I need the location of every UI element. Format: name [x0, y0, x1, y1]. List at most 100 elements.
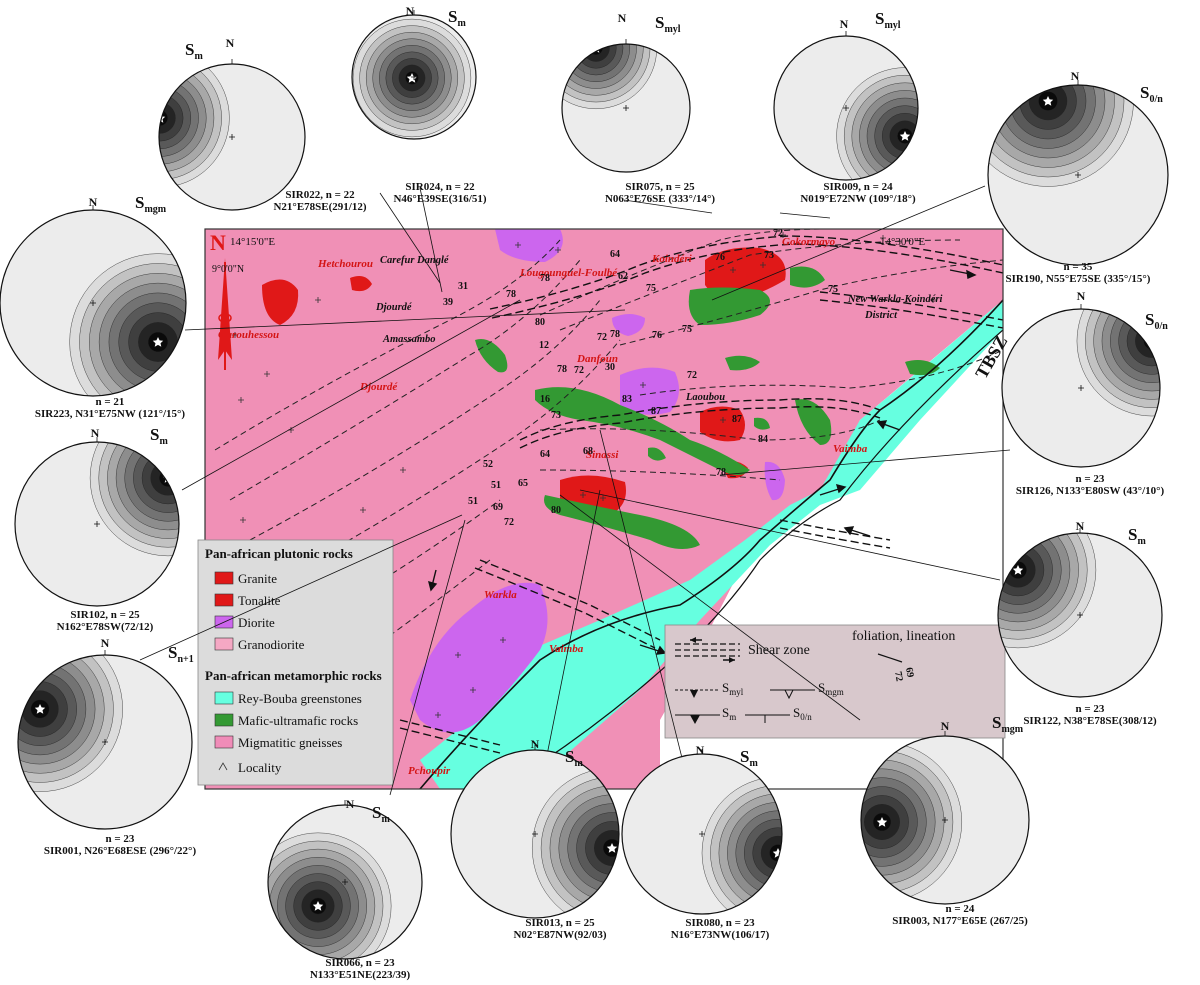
stereonet-north-label: N — [1077, 289, 1086, 303]
center-cross — [411, 74, 417, 80]
locality-label: Djourdé — [375, 302, 412, 313]
stereonet-caption: SIR223, N31°E75NW (121°/15°) — [35, 408, 186, 420]
dip-value: 72 — [504, 517, 514, 528]
density-contour — [150, 460, 179, 496]
stereonet-fabric-label: Sm — [372, 803, 390, 825]
dip-value: 78 — [506, 289, 516, 300]
center-cross — [942, 817, 948, 823]
dip-value: 75 — [828, 284, 838, 295]
stereonet-caption: SIR126, N133°E80SW (43°/10°) — [1016, 485, 1165, 497]
maximum-star-icon — [406, 73, 418, 83]
dip-value: 51 — [491, 480, 501, 491]
stereonet-north-label: N — [618, 11, 627, 25]
maximum-star-icon — [1146, 336, 1158, 346]
dip-value: 87 — [732, 414, 742, 425]
locality-label: Lougounguel-Foulbé — [519, 267, 618, 279]
legend-diorite: Diorite — [238, 615, 275, 630]
stereonet-north-label: N — [941, 719, 950, 733]
swatch-gneisses — [214, 735, 234, 749]
maximum-star-icon — [34, 704, 46, 714]
dip-value: 69 — [493, 502, 503, 513]
locality-label: New Warkla-Koindéri — [847, 294, 942, 305]
diorite-body — [620, 367, 679, 415]
stereonet-caption: n = 23 — [1076, 703, 1105, 715]
north-arrow: N — [210, 230, 232, 370]
stereonet-caption: N46°E39SE(316/51) — [393, 193, 486, 205]
stereonet-caption: SIR080, n = 23 — [685, 917, 755, 929]
stereonet-fabric-label: Sm — [740, 747, 758, 769]
dip-value: 78 — [716, 467, 726, 478]
maximum-star-icon — [1042, 96, 1054, 106]
stereonet-north-label: N — [696, 743, 705, 757]
dip-value: 12 — [539, 340, 549, 351]
stereonet-fabric-label: Sm — [565, 747, 583, 769]
maximum-star-icon — [1012, 565, 1024, 575]
dip-value: 39 — [443, 297, 453, 308]
stereonet-north-label: N — [101, 636, 110, 650]
stereonet-caption: n = 23 — [1076, 473, 1105, 485]
locality-label: Vaimba — [549, 643, 584, 655]
legend-granodiorite: Granodiorite — [238, 637, 305, 652]
greenstone-boundary-inner — [499, 329, 1003, 789]
rey-bouba-greenstones — [420, 300, 1003, 789]
center-cross — [1077, 612, 1083, 618]
stereonet-fabric-label: Smyl — [875, 9, 901, 31]
center-cross — [532, 831, 538, 837]
density-contour — [159, 94, 184, 142]
dip-value: 73 — [551, 410, 561, 421]
dip-value: 80 — [535, 317, 545, 328]
maximum-star-icon — [876, 817, 888, 827]
stereonet-caption: N16°E73NW(106/17) — [671, 929, 770, 941]
stereonet-fabric-label: S0/n — [1145, 310, 1168, 332]
mafic-body — [790, 266, 825, 288]
diorite-body — [495, 229, 563, 262]
shear-sense-arrows — [428, 269, 977, 655]
stereonet-fabric-label: S0/n — [1140, 83, 1163, 105]
granite-body — [262, 279, 299, 325]
dip-value: 16 — [540, 394, 550, 405]
map-labels: HetchourouOurouhessouDjourdéLougounguel-… — [218, 236, 942, 777]
stereonet-north-label: N — [406, 4, 415, 18]
mafic-body — [648, 447, 666, 461]
stereonet-north-label: N — [1076, 519, 1085, 533]
center-cross — [342, 879, 348, 885]
stereonet-caption: SIR001, N26°E68ESE (296°/22°) — [44, 845, 197, 857]
dip-value: 51 — [468, 496, 478, 507]
stereonet-fabric-label: Smgm — [135, 193, 167, 215]
legend-left: Pan-african plutonic rocks Granite Tonal… — [197, 539, 394, 786]
locality-label: Gokormayo — [782, 236, 836, 248]
stereonet-caption: SIR024, n = 22 — [405, 181, 475, 193]
locality-label: Ourouhessou — [218, 329, 279, 341]
coord-lat: 9°0'0"N — [212, 264, 244, 275]
diorite-body — [410, 582, 548, 733]
maximum-star-icon — [899, 131, 911, 141]
dip-value: 30 — [605, 362, 615, 373]
dip-value: 75 — [682, 324, 692, 335]
granite-body — [700, 406, 745, 442]
maximum-star-icon — [606, 843, 618, 853]
stereonet-north-label: N — [1071, 69, 1080, 83]
stereonet-fabric-label: Sm — [185, 40, 203, 62]
dip-value: 76 — [715, 252, 725, 263]
diorite-body — [612, 314, 645, 336]
stereonet-caption: SIR102, n = 25 — [70, 609, 140, 621]
legend-smgm: Smgm — [818, 680, 844, 697]
dip-value: 75 — [646, 283, 656, 294]
stereonet-caption: N21°E78SE(291/12) — [273, 201, 366, 213]
stereonet-north-label: N — [531, 737, 540, 751]
stereonet-caption: SIR013, n = 25 — [525, 917, 595, 929]
mafic-body — [688, 287, 770, 325]
north-label: N — [210, 230, 226, 255]
locality-label: District — [864, 310, 898, 321]
dip-value: 72 — [574, 365, 584, 376]
density-contour — [1143, 332, 1160, 350]
swatch-tonalite — [214, 593, 234, 607]
locality-label: Pchoupir — [408, 765, 451, 777]
center-cross — [90, 300, 96, 306]
foliation-symbol — [877, 653, 903, 663]
